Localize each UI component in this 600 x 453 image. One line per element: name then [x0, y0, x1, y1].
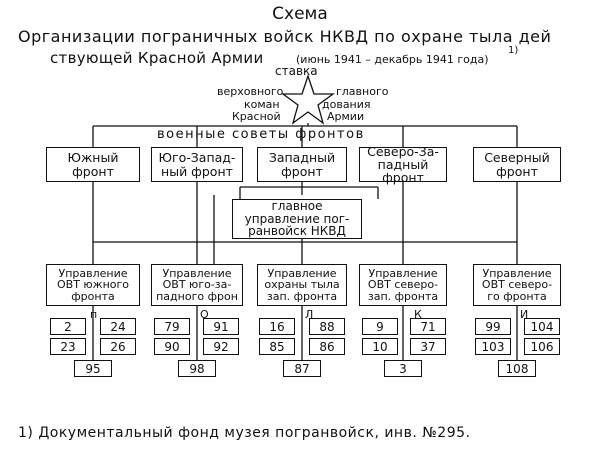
unit-number-box: 86	[309, 338, 345, 355]
unit-number-box: 103	[475, 338, 511, 355]
footnote: 1) Документальный фонд музея погранвойск…	[18, 425, 471, 441]
unit-number-box: 88	[309, 318, 345, 335]
star-icon	[281, 73, 335, 125]
stavka-label: ставка	[275, 64, 318, 78]
unit-number-box: 3	[384, 360, 422, 377]
unit-number-box: 87	[283, 360, 321, 377]
unit-number-box: 9	[362, 318, 398, 335]
subtitle-line-1: Организации пограничных войск НКВД по ох…	[18, 27, 552, 46]
diagram-title: Схема	[272, 4, 328, 24]
unit-letter: О	[200, 308, 209, 321]
stavka-right-2: дования	[322, 98, 371, 111]
unit-number-box: 2	[50, 318, 86, 335]
unit-number-box: 92	[203, 338, 239, 355]
unit-number-box: 16	[259, 318, 295, 335]
stavka-left-1: верховного	[217, 85, 284, 98]
unit-number-box: 108	[498, 360, 536, 377]
unit-letter: К	[414, 308, 422, 321]
unit-number-box: 98	[178, 360, 216, 377]
subtitle-line-2: ствующей Красной Армии	[50, 49, 264, 67]
unit-number-box: 79	[154, 318, 190, 335]
unit-number-box: 95	[74, 360, 112, 377]
front-box-northwestern: Северо-За-падный фронт	[359, 145, 447, 184]
military-councils-label: военные советы фронтов	[157, 127, 365, 142]
unit-number-box: 37	[410, 338, 446, 355]
unit-number-box: 106	[524, 338, 560, 355]
unit-number-box: 91	[203, 318, 239, 335]
unit-letter: И	[520, 308, 529, 321]
unit-letter: п	[90, 308, 98, 321]
unit-number-box: 24	[100, 318, 136, 335]
footnote-mark: 1)	[508, 45, 519, 56]
unit-number-box: 104	[524, 318, 560, 335]
front-box-southwestern: Юго-Запад-ный фронт	[151, 147, 243, 182]
date-range: (июнь 1941 – декабрь 1941 года)	[296, 53, 489, 66]
unit-number-box: 10	[362, 338, 398, 355]
unit-number-box: 26	[100, 338, 136, 355]
unit-number-box: 23	[50, 338, 86, 355]
unit-letter: Л	[305, 308, 314, 321]
stavka-left-2: коман	[244, 98, 280, 111]
stavka-left-3: Красной	[232, 110, 281, 123]
unit-number-box: 85	[259, 338, 295, 355]
stavka-right-1: главного	[336, 85, 389, 98]
stavka-right-3: Армии	[327, 110, 365, 123]
unit-number-box: 90	[154, 338, 190, 355]
unit-number-box: 71	[410, 318, 446, 335]
unit-number-box: 99	[475, 318, 511, 335]
